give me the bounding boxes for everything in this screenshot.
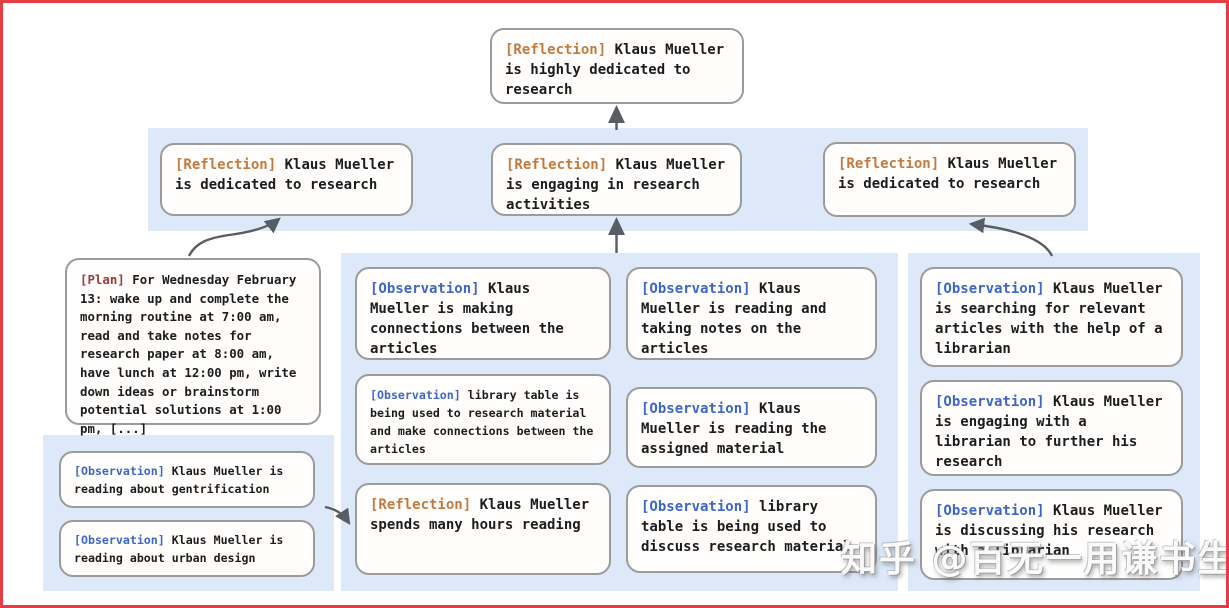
reflection-tag: [Reflection] — [175, 157, 277, 173]
node-observation-gentrification: [Observation] Klaus Mueller is reading a… — [59, 451, 315, 508]
reflection-tag: [Reflection] — [506, 157, 608, 173]
node-text: Klaus Mueller is reading the assigned ma… — [641, 401, 827, 457]
node-text: library table is being used to discuss r… — [641, 499, 852, 555]
node-observation-engaging-librarian: [Observation] Klaus Mueller is engaging … — [920, 380, 1183, 476]
observation-tag: [Observation] — [641, 499, 751, 515]
reflection-tag: [Reflection] — [505, 42, 607, 58]
node-observation-making-connections: [Observation] Klaus Mueller is making co… — [355, 267, 611, 360]
node-text: Klaus Mueller is searching for relevant … — [935, 281, 1163, 357]
node-text: Klaus Mueller spends many hours reading — [370, 497, 590, 533]
node-text: Klaus Mueller is highly dedicated to res… — [505, 42, 725, 98]
node-text: For Wednesday February 13: wake up and c… — [80, 272, 297, 436]
node-observation-discussing-research: [Observation] Klaus Mueller is discussin… — [920, 489, 1183, 580]
observation-tag: [Observation] — [74, 464, 165, 478]
observation-tag: [Observation] — [641, 401, 751, 417]
observation-tag: [Observation] — [935, 281, 1045, 297]
reflection-tag: [Reflection] — [838, 156, 940, 172]
observation-tag: [Observation] — [641, 281, 751, 297]
node-text: Klaus Mueller is reading and taking note… — [641, 281, 827, 357]
node-observation-library-table-discuss: [Observation] library table is being use… — [626, 485, 877, 573]
node-plan: [Plan] For Wednesday February 13: wake u… — [65, 258, 321, 436]
plan-tag: [Plan] — [80, 272, 125, 287]
node-reflection-hours-reading: [Reflection] Klaus Mueller spends many h… — [355, 483, 611, 575]
zhihu-watermark: 知乎 @百无一用谦书生 — [841, 539, 1229, 580]
node-text: Klaus Mueller is dedicated to research — [175, 157, 395, 193]
node-text: Klaus Mueller is making connections betw… — [370, 281, 564, 357]
node-text: Klaus Mueller is dedicated to research — [838, 156, 1058, 192]
observation-tag: [Observation] — [370, 281, 480, 297]
node-text: Klaus Mueller is engaging in research ac… — [506, 157, 726, 213]
arrowhead-root — [608, 105, 625, 123]
observation-tag: [Observation] — [935, 503, 1045, 519]
observation-tag: [Observation] — [370, 388, 461, 402]
node-reflection-left: [Reflection] Klaus Mueller is dedicated … — [160, 143, 413, 216]
node-observation-urban-design: [Observation] Klaus Mueller is reading a… — [59, 520, 315, 577]
node-text: Klaus Mueller is engaging with a librari… — [935, 394, 1163, 470]
observation-tag: [Observation] — [935, 394, 1045, 410]
node-text: Klaus Mueller is discussing his research… — [935, 503, 1163, 559]
node-observation-library-table-research: [Observation] library table is being use… — [355, 374, 611, 465]
node-text: Klaus Mueller is reading about gentrific… — [74, 464, 284, 496]
node-observation-searching-articles: [Observation] Klaus Mueller is searching… — [920, 267, 1183, 367]
node-reflection-right: [Reflection] Klaus Mueller is dedicated … — [823, 142, 1076, 217]
reflection-tag: [Reflection] — [370, 497, 472, 513]
node-text: Klaus Mueller is reading about urban des… — [74, 533, 284, 565]
node-reflection-root: [Reflection] Klaus Mueller is highly ded… — [490, 28, 744, 104]
node-reflection-middle: [Reflection] Klaus Mueller is engaging i… — [491, 143, 742, 216]
node-observation-taking-notes: [Observation] Klaus Mueller is reading a… — [626, 267, 877, 360]
node-observation-assigned-material: [Observation] Klaus Mueller is reading t… — [626, 387, 877, 468]
node-text: library table is being used to research … — [370, 388, 594, 456]
observation-tag: [Observation] — [74, 533, 165, 547]
